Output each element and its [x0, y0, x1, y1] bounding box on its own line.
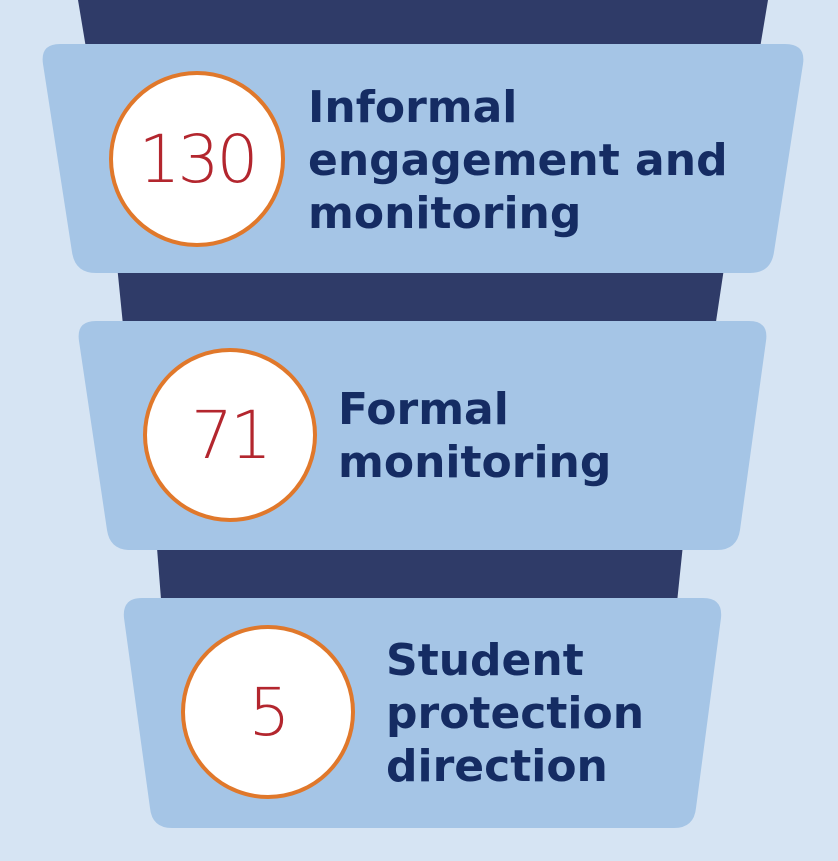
stage-2-label: Formal monitoring	[338, 384, 612, 488]
funnel-connector-2	[156, 535, 684, 612]
stage-1-label: Informal engagement and monitoring	[308, 82, 728, 239]
stage-2-number: 71	[191, 396, 272, 474]
stage-3-number-circle: 5	[181, 625, 355, 799]
stage-1-number: 130	[138, 120, 259, 198]
stage-1-number-circle: 130	[109, 71, 285, 247]
funnel-connector-1	[116, 255, 726, 335]
stage-3-label: Student protection direction	[386, 635, 645, 792]
stage-3-number: 5	[248, 673, 291, 751]
stage-2-number-circle: 71	[143, 348, 317, 522]
